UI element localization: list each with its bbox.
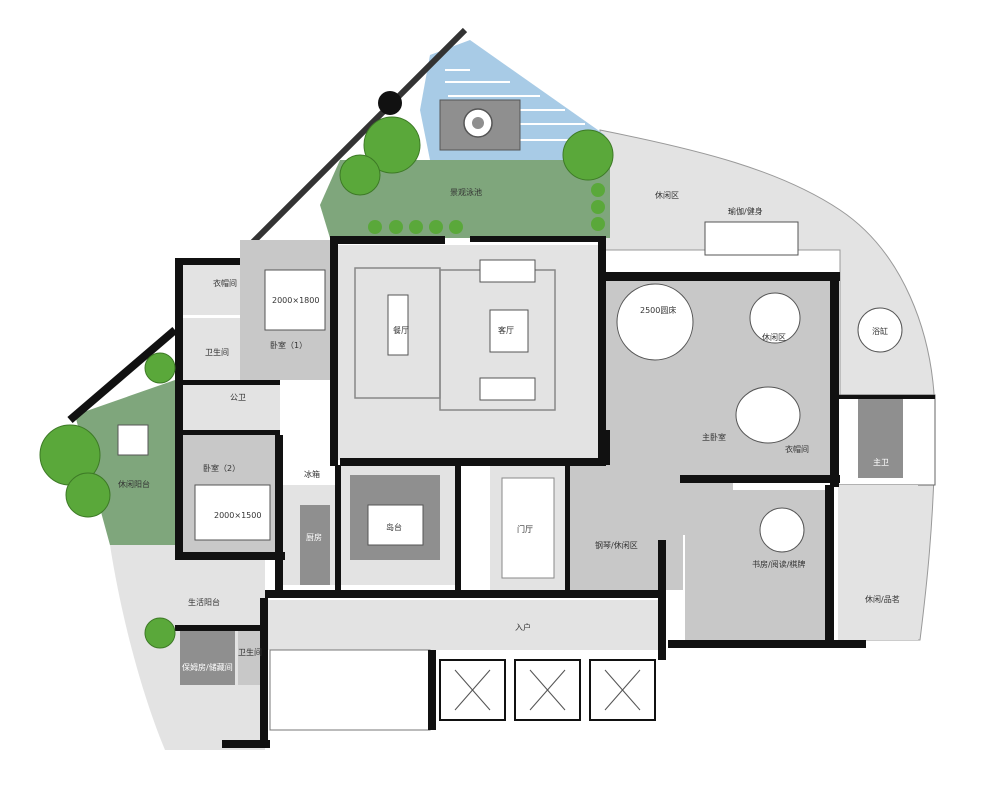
bathtub — [857, 307, 903, 353]
lobby-floor — [269, 649, 431, 731]
study-table — [759, 507, 805, 553]
nanny-room-floor — [180, 630, 235, 685]
lounge-chair — [749, 292, 801, 344]
terrace-table — [117, 424, 149, 456]
label-piano-area: 钢琴/休闲区 — [595, 540, 638, 550]
foyer-rug — [501, 477, 555, 579]
label-leisure-tea: 休闲/品茗 — [865, 594, 900, 604]
trees — [39, 116, 614, 649]
label-living: 客厅 — [498, 325, 514, 335]
bed1 — [264, 269, 326, 331]
bathroom-left-floor — [180, 318, 240, 380]
garden-lawn — [320, 160, 610, 238]
leisure-tea-floor — [838, 485, 918, 640]
label-bathtub: 浴缸 — [872, 326, 888, 336]
elevator-cross — [454, 669, 641, 711]
label-master-bedroom: 主卧室 — [702, 432, 726, 442]
label-study: 书房/阅读/棋牌 — [752, 559, 805, 569]
label-cloakroom: 衣帽间 — [213, 278, 237, 288]
island-table — [367, 504, 424, 546]
master-bath-dark — [858, 398, 903, 478]
study-floor — [685, 490, 825, 640]
fridge-block — [300, 505, 330, 585]
round-rug — [735, 386, 801, 444]
label-fitness: 瑜伽/健身 — [728, 206, 763, 216]
yoga-mat — [704, 221, 799, 256]
label-master-bath: 主卫 — [873, 457, 889, 467]
dining-table — [387, 294, 409, 356]
label-bedroom1: 卧室（1） — [270, 340, 307, 350]
round-bed — [616, 283, 694, 361]
sofa-top — [479, 259, 536, 283]
diagonal-edge-left — [67, 326, 178, 424]
label-bedroom2: 卧室（2） — [203, 463, 240, 473]
label-leisure-top: 休闲区 — [655, 190, 679, 200]
label-bedroom2-size: 2000×1500 — [214, 511, 261, 520]
dining-carpet — [354, 267, 441, 399]
label-leisure-terrace: 休闲阳台 — [118, 479, 150, 489]
entrance-corridor — [265, 600, 660, 650]
label-entrance: 入户 — [515, 622, 531, 632]
coffee-table — [489, 309, 529, 353]
label-leisure-master: 休闲区 — [762, 332, 786, 342]
elevators — [439, 659, 656, 721]
living-dining-floor — [330, 245, 600, 460]
cloakroom-floor — [180, 265, 240, 315]
sofa-bottom — [479, 377, 536, 401]
label-bathroom-left: 卫生间 — [205, 347, 229, 357]
label-island: 岛台 — [386, 522, 402, 532]
walls — [175, 236, 935, 748]
label-master-closet: 衣帽间 — [785, 444, 809, 454]
label-public-wc: 公卫 — [230, 393, 246, 402]
public-wc-floor — [180, 385, 280, 435]
corner-column — [378, 91, 402, 115]
label-kitchen: 厨房 — [306, 532, 322, 542]
label-fridge: 冰箱 — [304, 469, 320, 479]
label-dining: 餐厅 — [393, 326, 409, 335]
label-nanny-room: 保姆房/储藏间 — [182, 662, 233, 672]
label-service-balcony: 生活阳台 — [188, 597, 220, 607]
label-pool-garden: 景观泳池 — [450, 187, 482, 197]
diagonal-edge-top — [242, 27, 468, 253]
label-nanny-wc: 卫生间 — [238, 647, 262, 657]
pool-fountain-core — [472, 117, 484, 129]
label-bedroom1-size: 2000×1800 — [272, 296, 319, 305]
bed2 — [194, 484, 271, 541]
label-round-bed: 2500圆床 — [640, 305, 676, 315]
label-foyer: 门厅 — [517, 524, 533, 534]
